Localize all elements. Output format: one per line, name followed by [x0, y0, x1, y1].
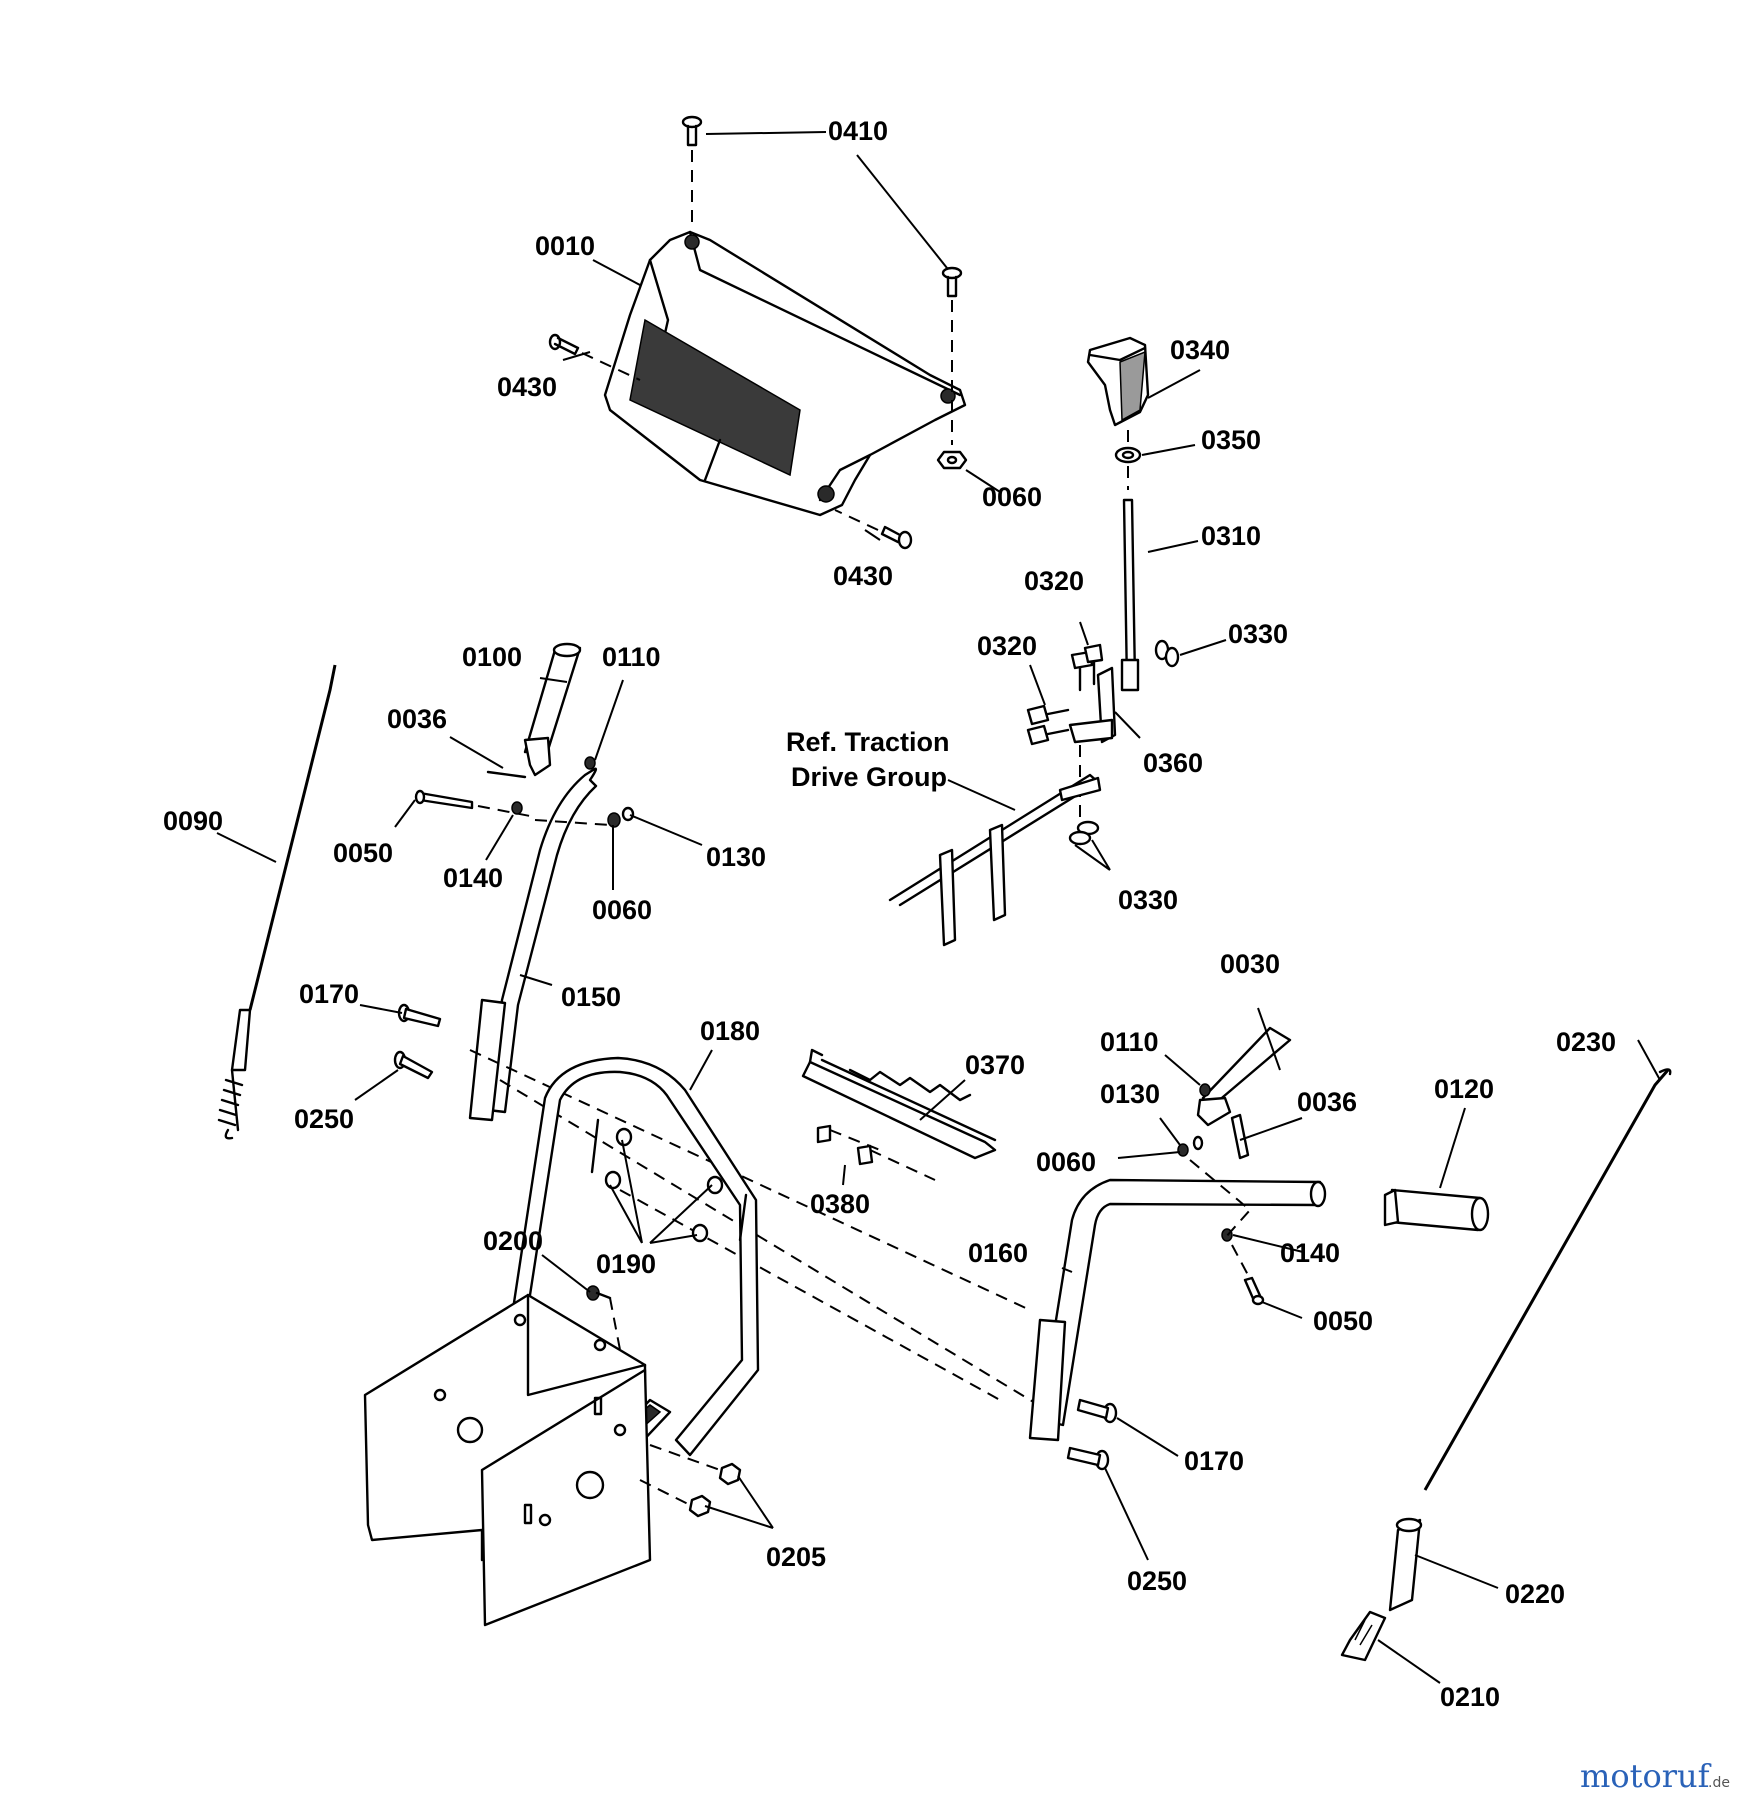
upper-handle-0150 [468, 767, 598, 1122]
label-0190: 0190 [596, 1249, 656, 1279]
label-0140-left: 0140 [443, 863, 503, 893]
label-0060-left: 0060 [592, 895, 652, 925]
label-0150: 0150 [561, 982, 621, 1012]
label-0200: 0200 [483, 1226, 543, 1256]
label-0090: 0090 [163, 806, 223, 836]
label-0340: 0340 [1170, 335, 1230, 365]
bolt-0250-right [1066, 1446, 1110, 1471]
bolt-0170-left [397, 1003, 442, 1028]
bolt-0250-left [393, 1050, 434, 1080]
label-0230: 0230 [1556, 1027, 1616, 1057]
label-0110-right: 0110 [1100, 1027, 1159, 1057]
screw-0410-right [941, 266, 963, 298]
frame-side-plates [363, 1293, 652, 1627]
nuts-0205 [688, 1462, 742, 1518]
washer-0350 [1114, 446, 1142, 464]
bolt-0050-right [1243, 1276, 1265, 1306]
label-0036-right: 0036 [1297, 1087, 1357, 1117]
dashpod-part [603, 230, 967, 517]
boot-0220 [1388, 1517, 1423, 1612]
label-0210: 0210 [1440, 1682, 1500, 1712]
label-0310: 0310 [1201, 521, 1261, 551]
label-0250-left: 0250 [294, 1104, 354, 1134]
label-0180: 0180 [700, 1016, 760, 1046]
label-0170-left: 0170 [299, 979, 359, 1009]
label-0410: 0410 [828, 116, 888, 146]
label-0170-right: 0170 [1184, 1446, 1244, 1476]
ref-traction-label: Ref. Traction [786, 727, 950, 757]
label-0330-lower: 0330 [1118, 885, 1178, 915]
washers-0330-top [1154, 639, 1180, 668]
label-0110-left: 0110 [602, 642, 661, 672]
traction-drive-reference [888, 773, 1102, 947]
label-0010: 0010 [535, 231, 595, 261]
bolt-0200 [586, 1285, 612, 1301]
grip-0100 [523, 642, 582, 777]
bracket-0360 [1068, 666, 1117, 744]
shift-rod-0310 [1120, 498, 1140, 692]
label-0320-lower: 0320 [977, 631, 1037, 661]
label-0320-upper: 0320 [1024, 566, 1084, 596]
label-0050-left: 0050 [333, 838, 393, 868]
cable-0090 [217, 664, 337, 1140]
control-lever-0030 [1196, 1026, 1292, 1127]
watermark-brand: motoruf [1580, 1757, 1712, 1795]
label-0100: 0100 [462, 642, 522, 672]
label-0330-upper: 0330 [1228, 619, 1288, 649]
label-0120: 0120 [1434, 1074, 1494, 1104]
screw-0410-left [681, 115, 703, 147]
washers-0330-bottom [1068, 820, 1100, 846]
watermark-suffix: .de [1708, 1775, 1730, 1791]
upper-handle-0160 [1028, 1178, 1327, 1442]
part-labels: 0410 0010 0430 0430 0060 0340 0350 0310 … [163, 116, 1616, 1712]
bolts-0320 [1026, 643, 1104, 746]
small-hardware-left [486, 756, 635, 828]
label-0380: 0380 [810, 1189, 870, 1219]
nut-0060-dash [936, 450, 968, 470]
label-0430-bottom: 0430 [833, 561, 893, 591]
ref-drive-group-label: Drive Group [791, 762, 947, 792]
shift-knob-0340 [1086, 336, 1150, 427]
grip-0120 [1383, 1188, 1490, 1232]
bolt-0430-left [548, 333, 580, 356]
label-0060-right: 0060 [1036, 1147, 1096, 1177]
leader-lines [216, 131, 1661, 1684]
label-0130-right: 0130 [1100, 1079, 1160, 1109]
label-0030: 0030 [1220, 949, 1280, 979]
grip-0210 [1340, 1610, 1387, 1662]
label-0250-right: 0250 [1127, 1566, 1187, 1596]
watermark-logo: motoruf .de [1580, 1757, 1730, 1795]
label-0160: 0160 [968, 1238, 1028, 1268]
label-0370: 0370 [965, 1050, 1025, 1080]
bolt-0050-left [414, 789, 474, 810]
label-0036-left: 0036 [387, 704, 447, 734]
index-plate-0370 [801, 1048, 997, 1160]
label-0220: 0220 [1505, 1579, 1565, 1609]
bolts-0380 [816, 1124, 874, 1166]
label-0205: 0205 [766, 1542, 826, 1572]
bushings-0190 [590, 1118, 748, 1243]
cable-0230 [1423, 1068, 1672, 1491]
label-0050-right: 0050 [1313, 1306, 1373, 1336]
bolt-0170-right [1076, 1398, 1118, 1424]
label-0360: 0360 [1143, 748, 1203, 778]
label-0350: 0350 [1201, 425, 1261, 455]
label-0430-top: 0430 [497, 372, 557, 402]
label-0130-left: 0130 [706, 842, 766, 872]
label-0060-top: 0060 [982, 482, 1042, 512]
bolt-0430-right [880, 525, 913, 550]
label-0140-right: 0140 [1280, 1238, 1340, 1268]
